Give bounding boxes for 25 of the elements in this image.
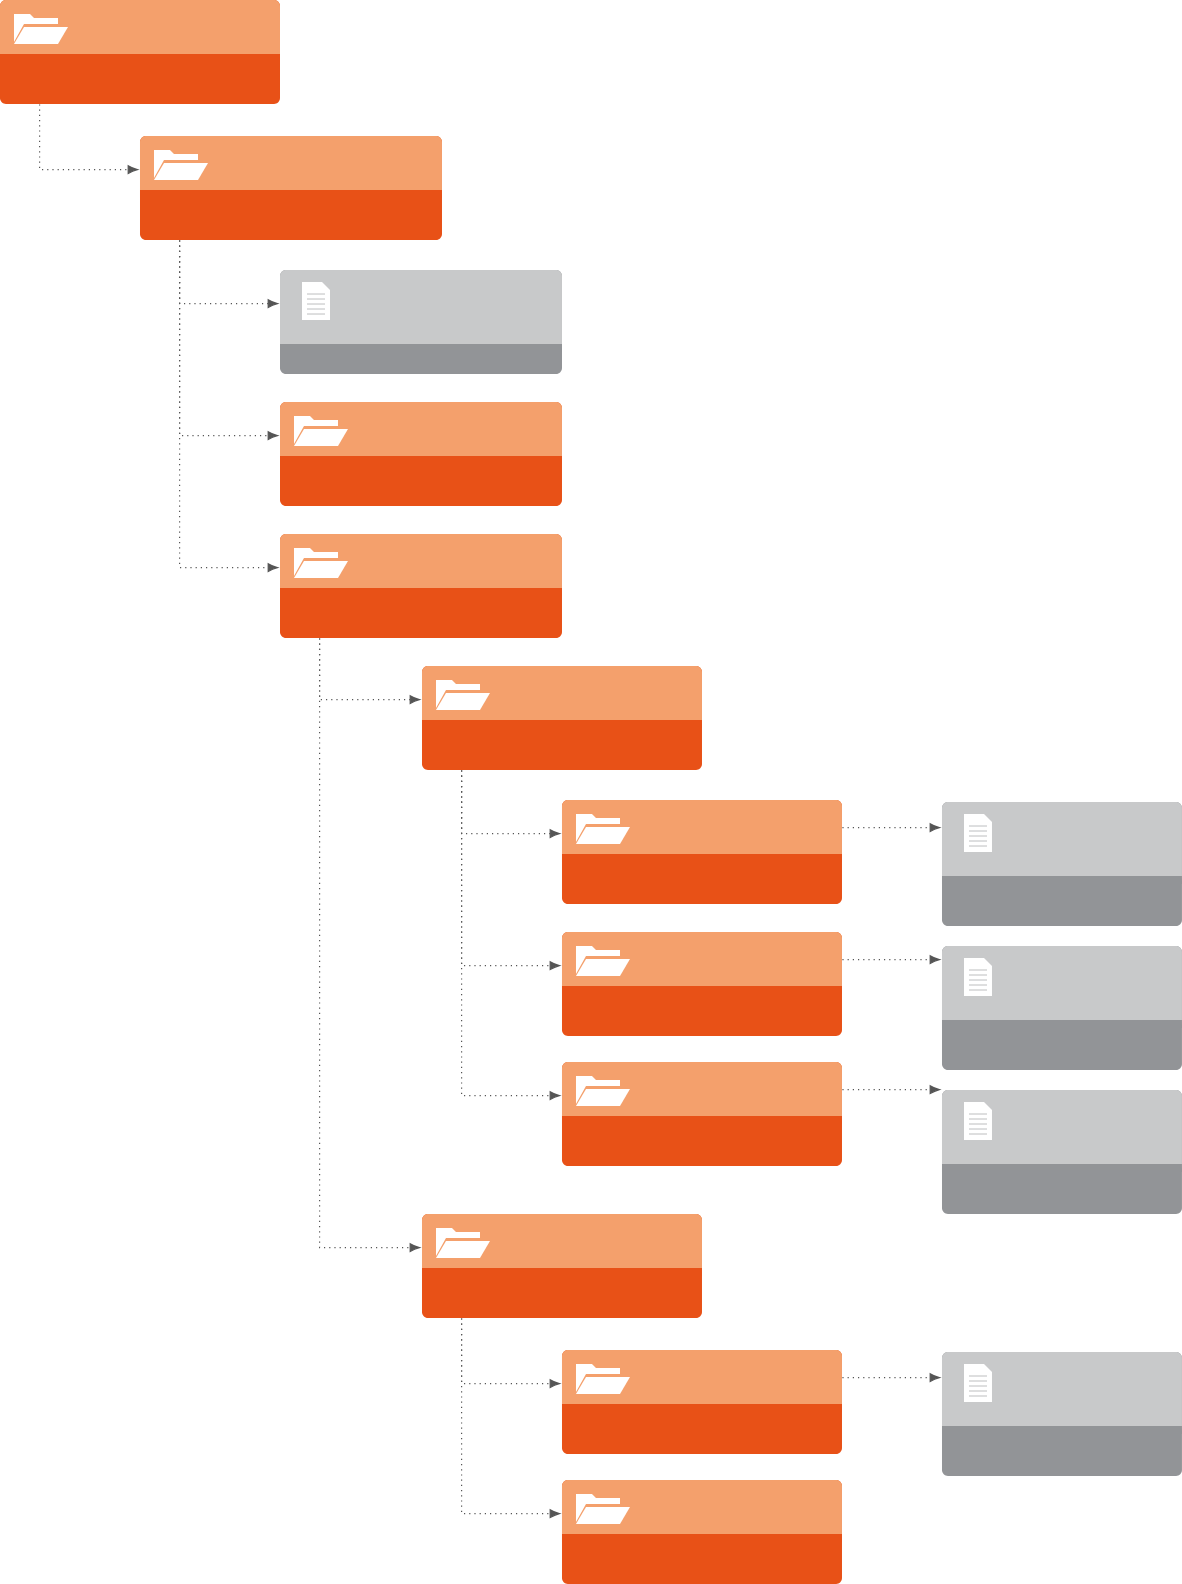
- folder-card: [562, 800, 842, 904]
- folder-card: [422, 1214, 702, 1318]
- folder-card: [562, 932, 842, 1036]
- file-card: [280, 270, 562, 374]
- file-card: [942, 802, 1182, 926]
- arrow: [841, 823, 940, 833]
- arrow: [179, 239, 278, 573]
- folder-card: [562, 1350, 842, 1454]
- arrow: [461, 1317, 560, 1519]
- folder-card: [140, 136, 442, 240]
- arrow: [461, 769, 560, 1101]
- arrow: [319, 637, 420, 1253]
- arrow: [841, 1085, 940, 1095]
- file-card: [942, 946, 1182, 1070]
- arrow: [841, 955, 940, 965]
- folder-card: [280, 402, 562, 506]
- folder-card: [422, 666, 702, 770]
- folder-card: [562, 1480, 842, 1584]
- folder-card: [562, 1062, 842, 1166]
- arrow: [39, 103, 138, 175]
- file-card: [942, 1352, 1182, 1476]
- folder-card: [0, 0, 280, 104]
- folder-card: [280, 534, 562, 638]
- arrow: [841, 1373, 940, 1383]
- file-card: [942, 1090, 1182, 1214]
